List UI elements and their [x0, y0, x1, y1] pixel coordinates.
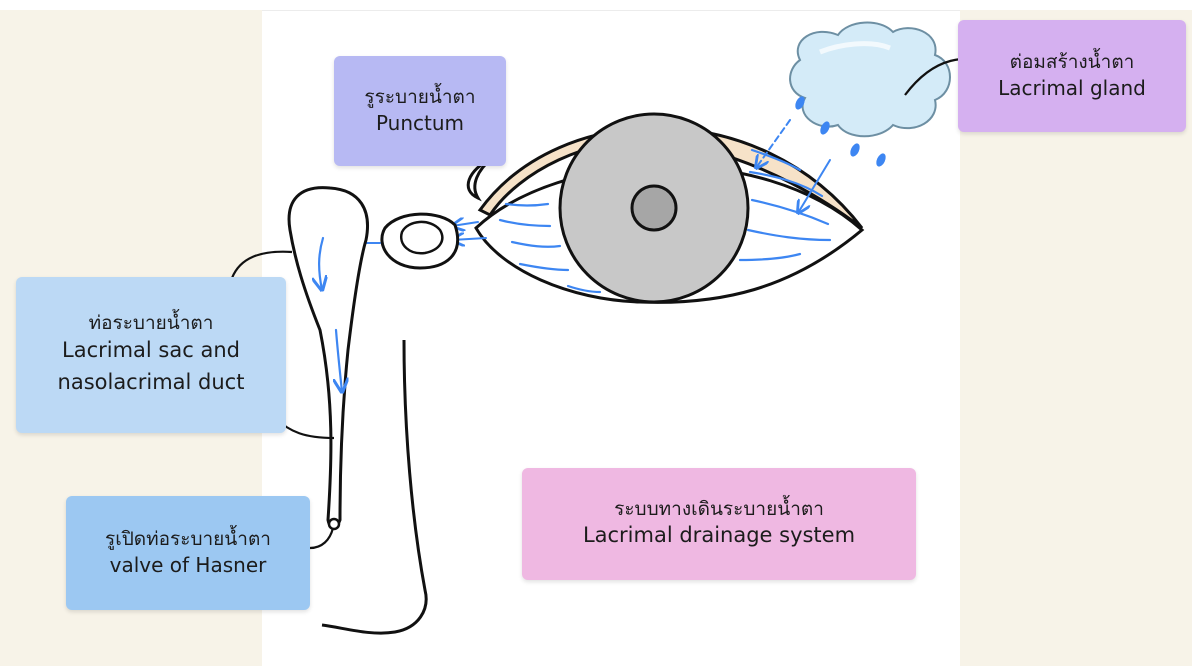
lacrimal-duct-label-english-line1: Lacrimal sac and: [62, 335, 240, 367]
punctum-label: รูระบายน้ำตา Punctum: [334, 56, 506, 166]
drainage-system-label: ระบบทางเดินระบายน้ำตา Lacrimal drainage …: [522, 468, 916, 580]
valve-of-hasner-label: รูเปิดท่อระบายน้ำตา valve of Hasner: [66, 496, 310, 610]
lacrimal-duct-label: ท่อระบายน้ำตา Lacrimal sac and nasolacri…: [16, 277, 286, 433]
valve-of-hasner-label-thai: รูเปิดท่อระบายน้ำตา: [105, 528, 271, 552]
lacrimal-sac-duct: [289, 188, 367, 528]
lacrimal-gland-label-thai: ต่อมสร้างน้ำตา: [1010, 51, 1135, 75]
lacrimal-gland-label-english: Lacrimal gland: [998, 75, 1146, 101]
hasner-leader-line: [310, 528, 333, 548]
valve-of-hasner-label-english: valve of Hasner: [110, 552, 267, 578]
lacrimal-gland-cloud: [790, 23, 950, 137]
lacrimal-duct-label-thai: ท่อระบายน้ำตา: [89, 312, 214, 336]
punctum-label-thai: รูระบายน้ำตา: [364, 86, 475, 110]
punctum-label-english: Punctum: [376, 110, 464, 136]
lacrimal-gland-label: ต่อมสร้างน้ำตา Lacrimal gland: [958, 20, 1186, 132]
drainage-system-label-thai: ระบบทางเดินระบายน้ำตา: [614, 498, 824, 522]
drainage-system-label-english: Lacrimal drainage system: [583, 522, 855, 549]
lacrimal-duct-label-english-line2: nasolacrimal duct: [58, 367, 245, 399]
duct-leader-line-top: [232, 252, 292, 278]
pupil: [632, 186, 676, 230]
valve-opening: [329, 519, 339, 529]
